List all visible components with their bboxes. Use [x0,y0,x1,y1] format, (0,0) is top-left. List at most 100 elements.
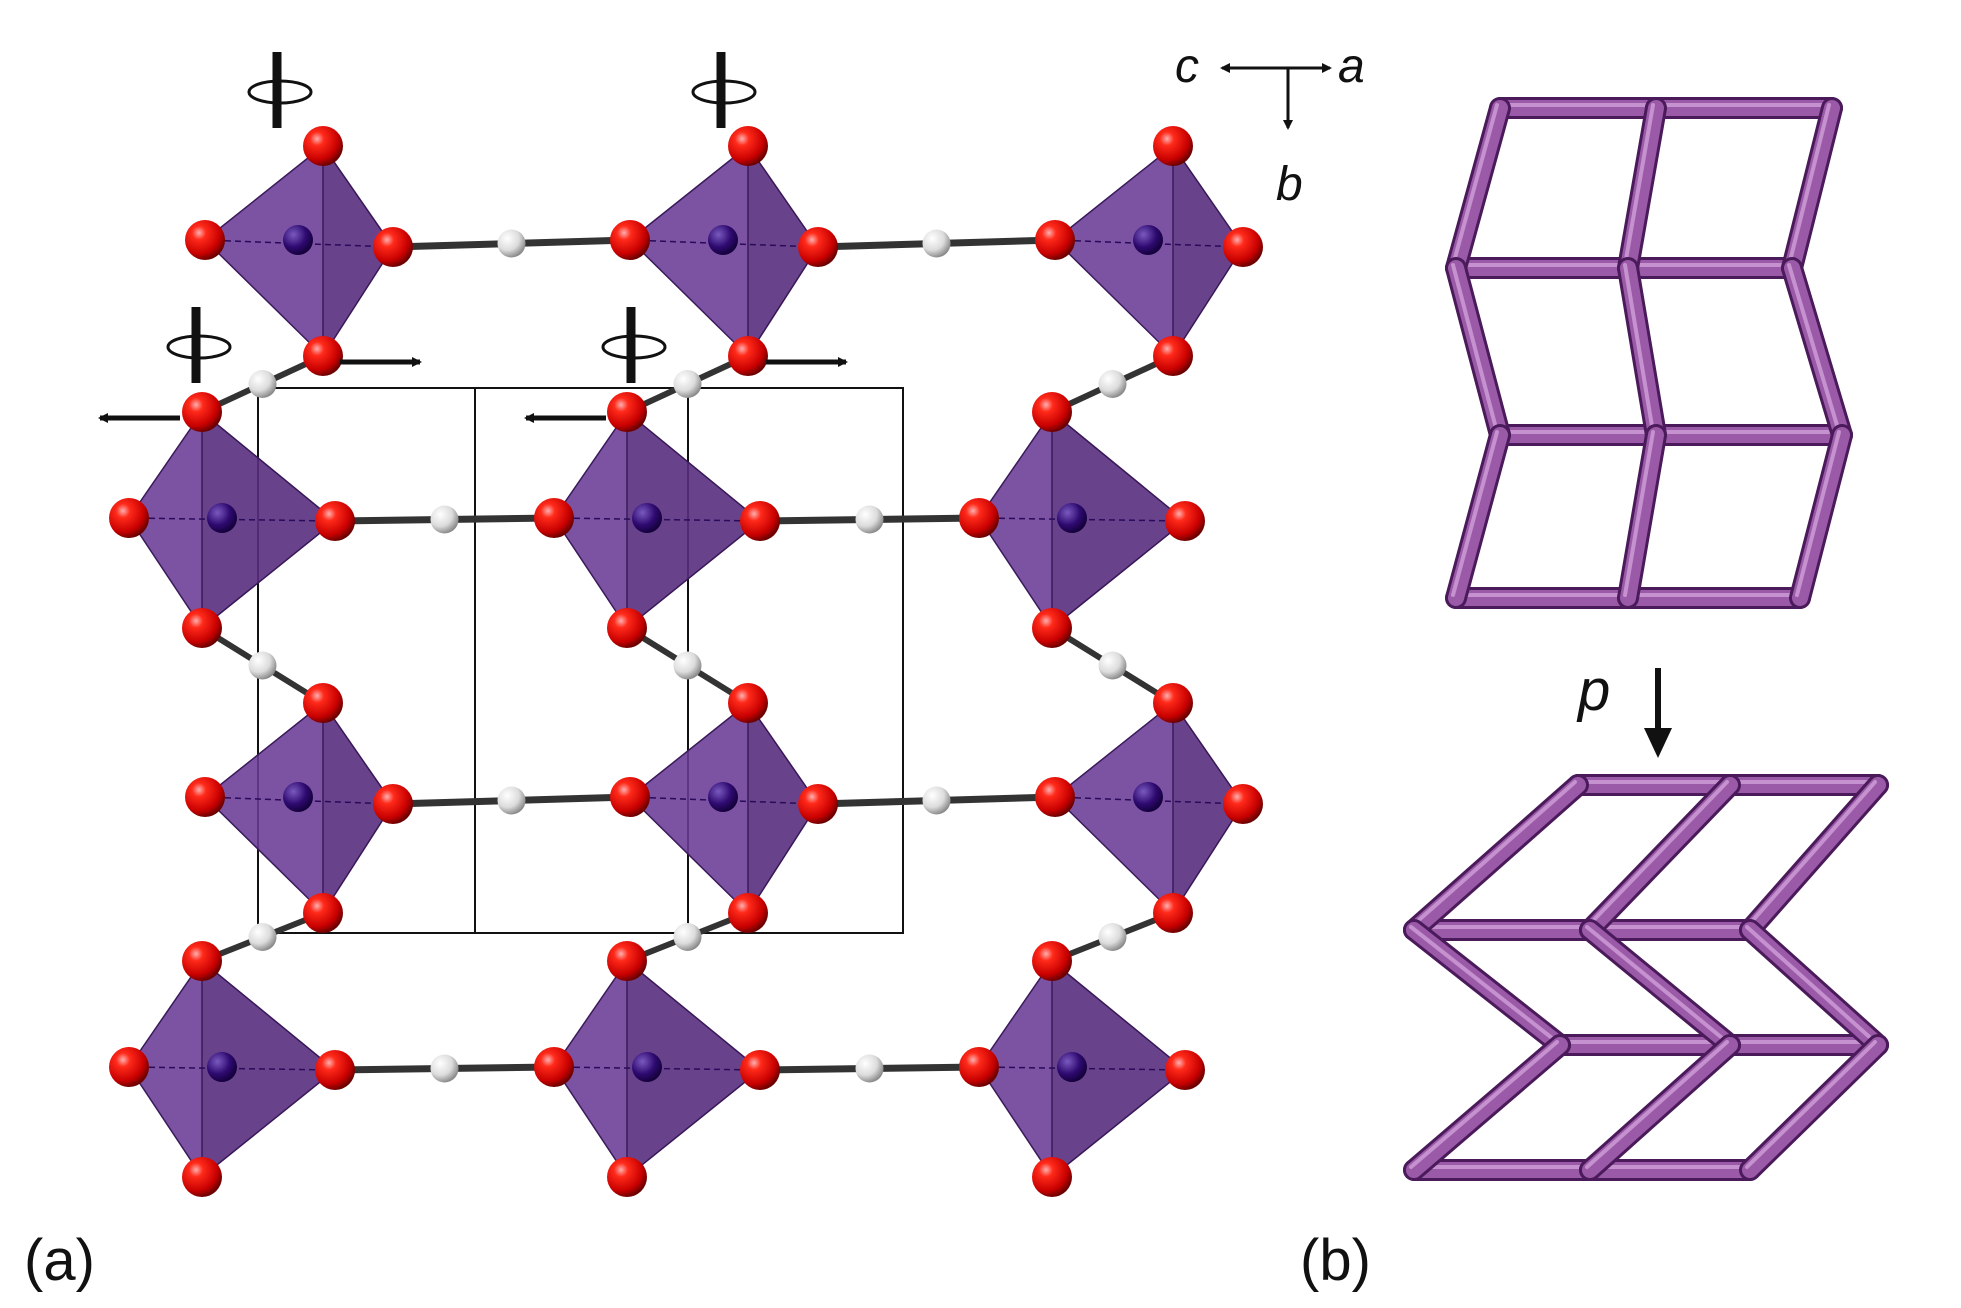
oxygen-atom [303,126,343,166]
oxygen-atom [303,893,343,933]
framework-rod [1784,100,1840,276]
axes-indicator: c a b [1175,40,1365,211]
tetrahedron-shade [323,703,393,913]
oxygen-atom [109,1047,149,1087]
hydrogen-atom [673,923,702,951]
framework-highlight [1795,430,1841,597]
framework-highlight [1451,263,1499,434]
oxygen-atom [1032,608,1072,648]
framework-highlight [1623,103,1655,267]
oxygen-atom [1153,683,1193,723]
oxygen-atom [1153,126,1193,166]
oxygen-atom [109,498,149,538]
oxygen-atom [1032,941,1072,981]
central-atom [207,503,237,533]
hydrogen-atom [855,505,884,534]
framework-rod [1620,260,1664,443]
oxygen-atom [607,1157,647,1197]
axis-a-label: a [1338,40,1365,93]
tetrahedron-shade [1052,412,1185,628]
central-atom [1057,503,1087,533]
panel-b-label: (b) [1300,1228,1371,1293]
axis-b-label: b [1276,158,1303,211]
atoms-layer [109,126,1263,1197]
tetrahedron-shade [748,146,818,356]
central-atom [1057,1052,1087,1082]
oxygen-atom [303,683,343,723]
framework-highlight [1409,925,1559,1044]
oxygen-atom [1032,392,1072,432]
framework-rod [1742,777,1886,938]
hydrogen-atom [1098,370,1127,398]
oxygen-atom [607,392,647,432]
central-atom [632,1052,662,1082]
oxygen-atom [740,501,780,541]
axis-c-label: c [1175,40,1199,93]
oxygen-atom [798,784,838,824]
oxygen-atom [1165,501,1205,541]
framework-highlight [1745,1040,1877,1169]
tetrahedron-shade [1052,961,1185,1177]
oxygen-atom [1165,1050,1205,1090]
symmetry-markers [98,52,848,423]
framework-highlight [1451,430,1499,597]
oxygen-atom [1035,220,1075,260]
framework-highlight [1787,263,1841,434]
hydrogen-atom [430,1054,459,1083]
framework-rod [1620,427,1664,606]
framework-highlight [1787,103,1831,267]
hydrogen-atom [497,229,526,258]
oxygen-atom [1223,784,1263,824]
oxygen-atom [728,893,768,933]
framework-rod [1582,777,1738,938]
framework-highlight [1585,1040,1729,1169]
hydrogen-atom [248,370,277,398]
framework-ambient [1445,97,1853,609]
oxygen-atom [740,1050,780,1090]
framework-rod [1406,777,1586,938]
framework-rod [1406,1037,1568,1178]
central-atom [283,782,313,812]
oxygen-atom [182,1157,222,1197]
framework-compressed [1403,774,1889,1181]
framework-highlight [1623,430,1655,597]
hydrogen-atom [673,651,702,680]
oxygen-atom [1032,1157,1072,1197]
tetrahedron-shade [1173,146,1243,356]
oxygen-atom [185,777,225,817]
panel-a-label: (a) [24,1228,95,1293]
framework-rod [1784,260,1850,443]
central-atom [1133,782,1163,812]
tetrahedron-shade [748,703,818,913]
rotation-arrow [247,79,313,105]
oxygen-atom [610,220,650,260]
tetrahedron-shade [627,961,760,1177]
hydrogen-atom [855,1054,884,1083]
hydrogen-atom [922,786,951,815]
tetrahedron-shade [202,412,335,628]
oxygen-atom [315,501,355,541]
tetrahedron-shade [627,412,760,628]
pressure-arrow: p [1576,658,1672,758]
framework-rod [1448,427,1508,606]
oxygen-atom [959,1047,999,1087]
framework-highlight [1585,925,1729,1044]
hydrogen-atom [430,505,459,534]
oxygen-atom [798,227,838,267]
hydrogen-atom [1098,923,1127,951]
oxygen-atom [534,1047,574,1087]
oxygen-atom [1223,227,1263,267]
framework-highlight [1745,925,1877,1044]
oxygen-atom [182,608,222,648]
hydrogen-atom [1098,651,1127,680]
framework-highlight [1451,103,1499,267]
hydrogen-atom [922,229,951,258]
hydrogen-atom [248,923,277,951]
tetrahedron-shade [202,961,335,1177]
framework-diagrams [1403,97,1889,1181]
oxygen-atom [315,1050,355,1090]
hydrogen-atom [673,370,702,398]
central-atom [283,225,313,255]
oxygen-atom [303,336,343,376]
oxygen-atom [373,227,413,267]
